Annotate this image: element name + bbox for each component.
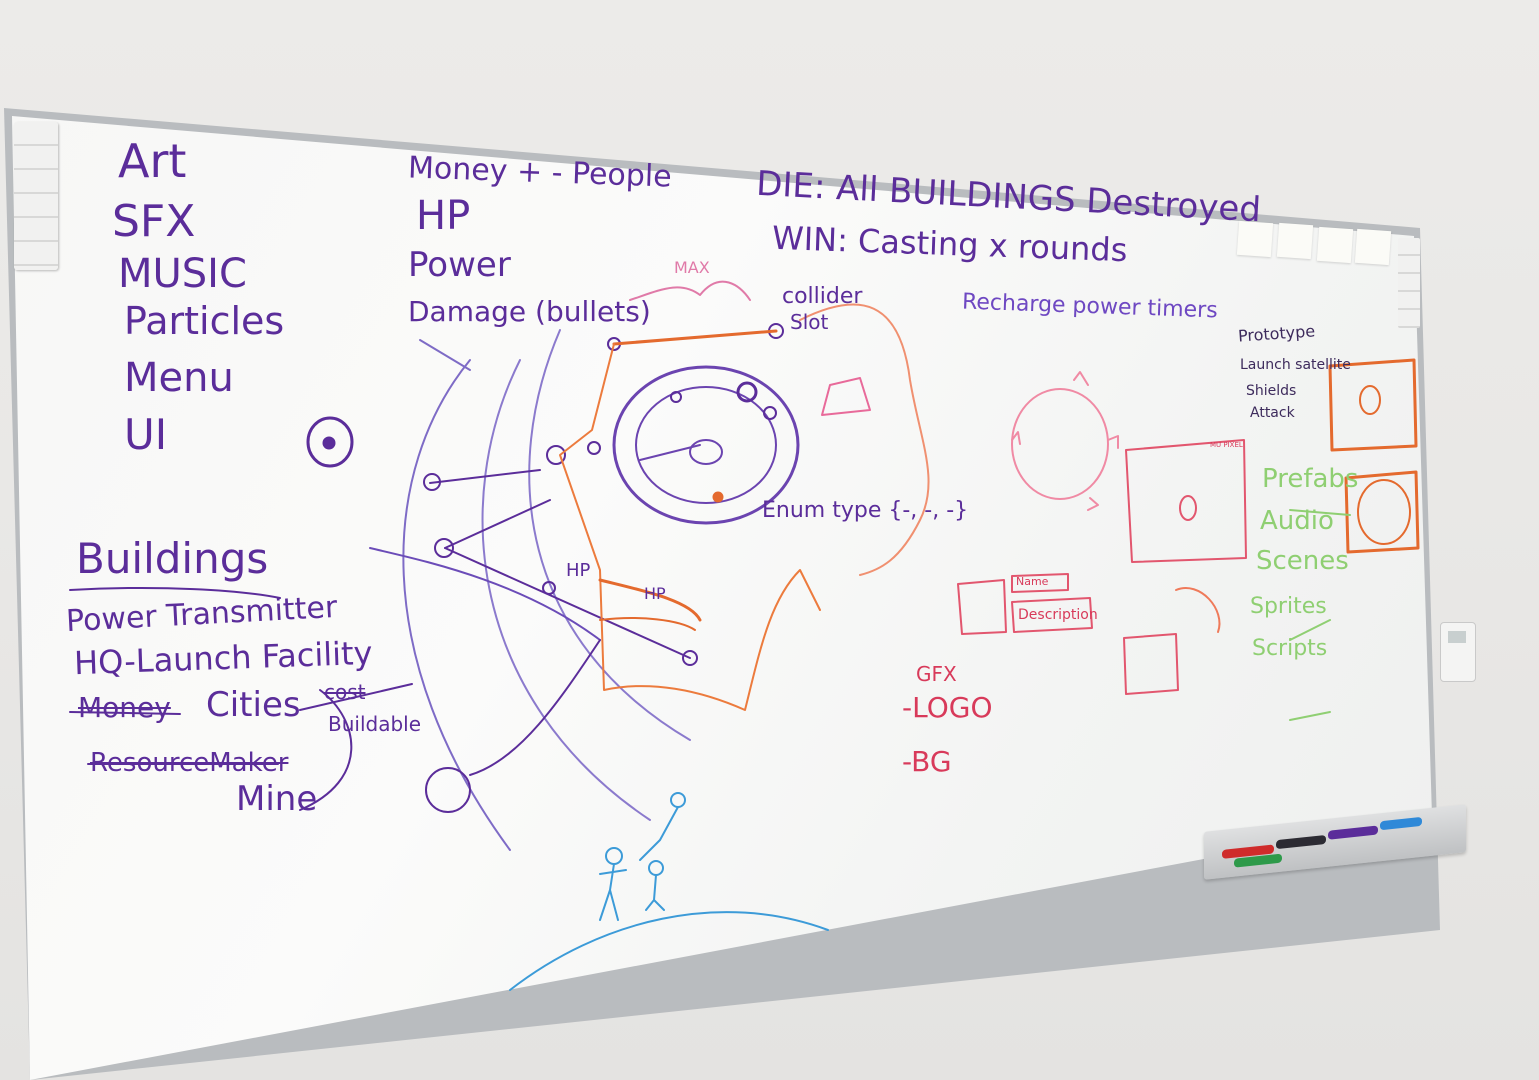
building-mine: Mine (236, 779, 318, 819)
slot-label: Slot (790, 310, 829, 334)
list-menu: Menu (124, 355, 234, 401)
unity-scenes: Scenes (1256, 546, 1349, 576)
menu-label: MU PIXEL (1210, 441, 1243, 449)
thermostat-screen (1448, 631, 1466, 643)
gfx-bg: -BG (902, 745, 952, 778)
resource-money-people: Money + - People (407, 150, 673, 195)
prototype-launch-satellite: Launch satellite (1240, 357, 1351, 373)
resource-damage: Damage (bullets) (408, 295, 651, 328)
enum-type-label: Enum type {-, -, -} (762, 498, 969, 523)
resource-power: Power (408, 245, 511, 285)
unity-prefabs: Prefabs (1262, 464, 1359, 494)
list-art: Art (118, 134, 187, 188)
eraser-right (1398, 238, 1420, 328)
hp-label-1: HP (566, 560, 591, 581)
buildable-note: Buildable (328, 712, 422, 736)
buildings-heading: Buildings (76, 534, 269, 583)
max-label: MAX (674, 258, 710, 277)
eraser-stack (14, 122, 58, 270)
prototype-shields: Shields (1246, 383, 1297, 399)
unity-audio: Audio (1260, 506, 1334, 536)
collider-label: collider (782, 284, 863, 309)
crossed-money: Money (78, 691, 171, 724)
unity-scripts: Scripts (1252, 636, 1328, 661)
wall-thermostat (1440, 622, 1476, 682)
ui-name-box: Name (1016, 575, 1049, 588)
list-sfx: SFX (112, 196, 196, 247)
prototype-attack: Attack (1250, 405, 1295, 421)
building-hq-launch: HQ-Launch Facility (73, 633, 374, 683)
list-particles: Particles (124, 299, 285, 343)
crossed-cost: cost (324, 680, 366, 704)
crossed-resource-maker: ResourceMaker (90, 748, 289, 778)
resource-hp: HP (416, 193, 471, 239)
list-music: MUSIC (118, 251, 247, 297)
gfx-heading: GFX (916, 662, 957, 686)
building-cities: Cities (206, 685, 301, 725)
unity-sprites: Sprites (1250, 594, 1327, 619)
ui-description-box: Description (1018, 607, 1098, 623)
list-ui: UI (124, 410, 168, 459)
hp-label-2: HP (644, 584, 666, 603)
gfx-logo: -LOGO (902, 691, 993, 724)
